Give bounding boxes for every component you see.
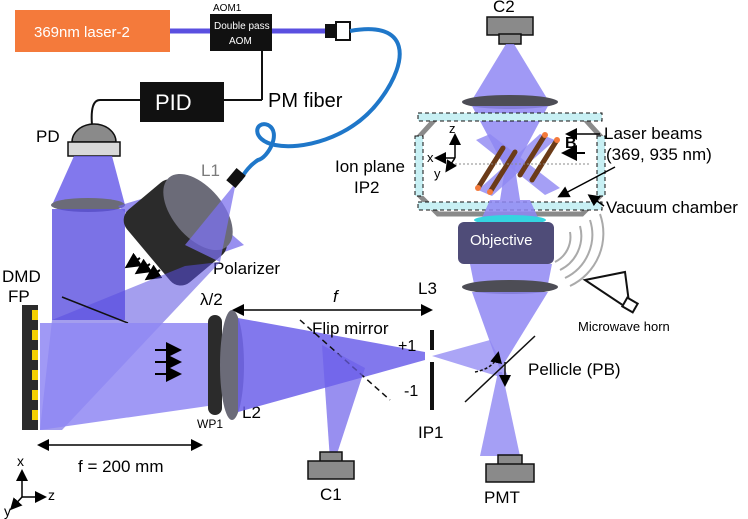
vacuum-chamber-label: Vacuum chamber [606, 198, 738, 217]
focal-length-label: f = 200 mm [78, 457, 164, 476]
beam-direction-arrows [155, 342, 182, 382]
c1-label: C1 [320, 485, 342, 504]
wire-pid-pd [90, 99, 140, 126]
beam-objective-to-l3 [470, 264, 552, 284]
laser-beams-label-line2: (369, 935 nm) [606, 145, 712, 164]
laser-beams-label-line1: Laser beams [604, 124, 702, 143]
pid-label: PID [155, 90, 192, 115]
ip1-label: IP1 [418, 423, 444, 442]
beam-dmd-to-lens [40, 323, 215, 430]
ion-trap-rods [475, 132, 560, 195]
fiber-coupler-in-collar [335, 21, 351, 41]
vacuum-chamber-pointer [587, 194, 605, 207]
l3-label: L3 [418, 279, 437, 298]
dmd-label-line2: FP [8, 287, 30, 306]
pd-lens [51, 198, 125, 212]
pmt-label: PMT [484, 488, 520, 507]
aom-title: AOM1 [213, 3, 242, 14]
pellicle-reflection-arrow [474, 351, 502, 373]
polarization-arrows [124, 252, 163, 281]
waveplate-wp1 [208, 315, 222, 415]
beam-to-pd [52, 156, 125, 205]
pellicle-label: Pellicle (PB) [528, 360, 621, 379]
pm-fiber-label: PM fiber [268, 90, 343, 112]
dmd-stripes [32, 310, 38, 420]
flip-mirror-label: Flip mirror [312, 319, 389, 338]
microwave-horn-label: Microwave horn [578, 319, 670, 334]
pd-label: PD [36, 127, 60, 146]
beam-to-c2 [472, 44, 548, 100]
pmt-body [485, 463, 535, 483]
f-label: f [333, 287, 340, 306]
axis-y-bottom: y [4, 503, 11, 519]
objective-label: Objective [470, 232, 533, 249]
laser-label: 369nm laser-2 [34, 24, 130, 41]
dmd-label-line1: DMD [2, 267, 41, 286]
half-wave-label: λ/2 [200, 290, 223, 309]
laser-box [15, 10, 170, 52]
lens-l3 [462, 280, 558, 294]
c2-label: C2 [493, 0, 515, 16]
beam-pellicle-to-pmt [480, 372, 520, 456]
beam-ip1-to-pellicle [432, 340, 510, 380]
aom-label-line2: AOM [229, 36, 252, 47]
beam-to-c1 [322, 345, 365, 460]
beam-splitter-line [61, 296, 129, 324]
microwave-horn [582, 270, 632, 313]
pd-dome [71, 123, 117, 143]
axes-bottom [9, 469, 47, 511]
polarizer-body [123, 179, 227, 286]
axis-z-chamber: z [449, 121, 456, 136]
beam-fiber-output [185, 182, 236, 262]
l1-label: L1 [201, 161, 220, 180]
axis-x-chamber: x [427, 150, 434, 165]
c2-sensor [498, 33, 522, 45]
plus-one-label: +1 [398, 338, 416, 355]
pellicle [464, 335, 536, 403]
c2-body [486, 16, 534, 36]
pd-body [67, 141, 121, 157]
microwave-waves [554, 213, 605, 287]
rod-tips [475, 132, 560, 195]
beam-l3-to-pellicle [472, 292, 548, 370]
ion-plane-label-line2: IP2 [354, 178, 380, 197]
chamber-window-right [596, 135, 606, 197]
ion-plane-label-line1: Ion plane [335, 157, 405, 176]
aom-label-line1: Double pass [214, 21, 270, 32]
axes-chamber [434, 133, 461, 173]
objective-body [458, 222, 554, 264]
beam-pd-vertical [52, 209, 125, 320]
minus-one-label: -1 [404, 383, 418, 400]
wp1-label: WP1 [197, 417, 223, 431]
chamber-window-top [417, 112, 603, 122]
aom-box [210, 14, 272, 51]
polarizer-label: Polarizer [213, 259, 280, 278]
pid-box [140, 82, 224, 122]
axis-x-bottom: x [17, 453, 24, 469]
axis-z-bottom: z [48, 487, 55, 503]
c1-body [307, 460, 355, 480]
fiber-coupler-in [325, 24, 337, 38]
axis-y-chamber: y [434, 166, 441, 181]
lens-c2 [462, 95, 558, 109]
pm-fiber [238, 27, 402, 182]
fiber-coupler-out [226, 168, 246, 188]
laser-beams-pointer-2 [557, 166, 616, 198]
chamber-window-left [414, 135, 424, 197]
b-field-label: B [565, 135, 577, 152]
microwave-horn-feed [620, 296, 640, 314]
